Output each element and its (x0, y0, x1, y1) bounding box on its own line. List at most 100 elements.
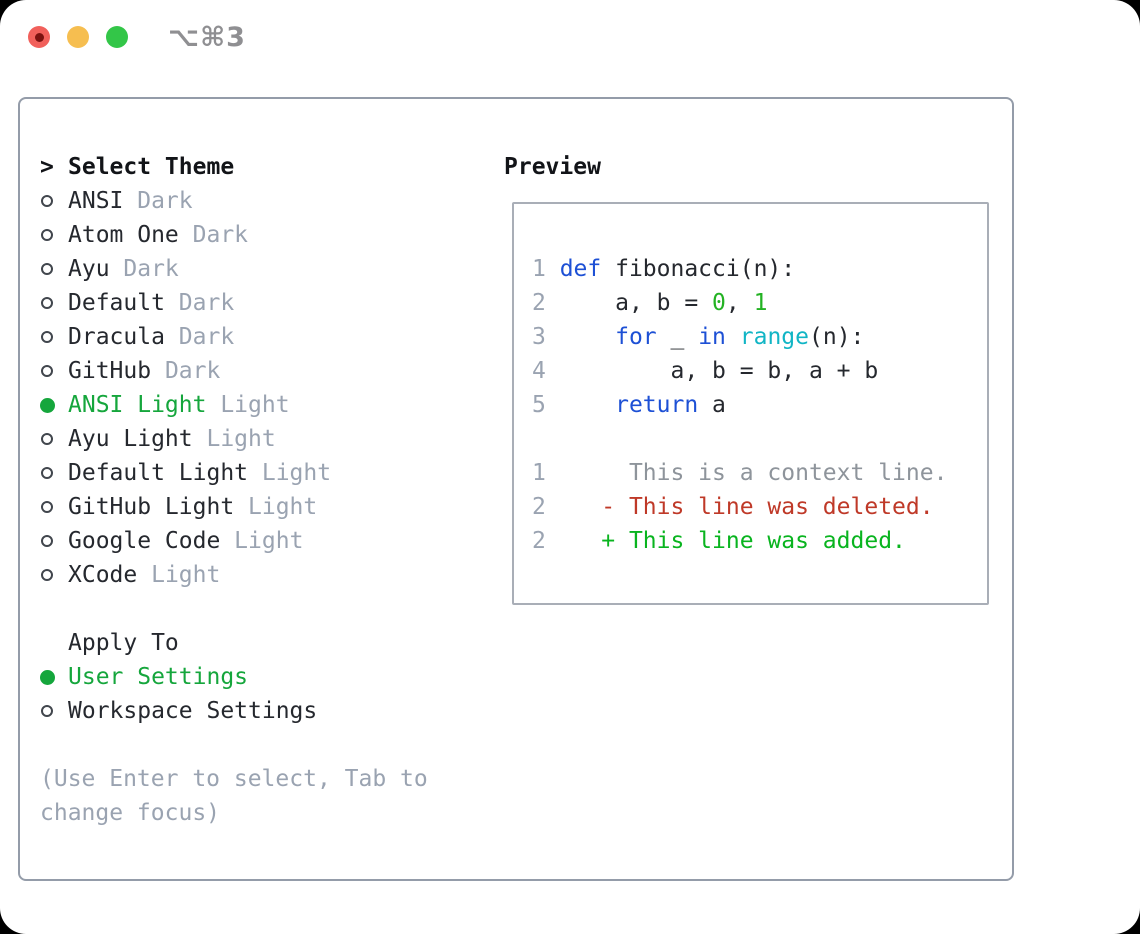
code-segment-fg (726, 324, 740, 350)
radio-selected-icon (40, 397, 55, 413)
code-segment-fg: fibonacci(n): (601, 256, 796, 282)
theme-item-variant: Light (192, 426, 276, 452)
radio-icon (41, 467, 53, 479)
radio-selected-icon (40, 669, 55, 685)
apply-to-title: Apply To (68, 630, 179, 656)
apply-to-header: Apply To (40, 626, 428, 660)
apply-option-user-settings[interactable]: User Settings (40, 660, 428, 694)
code-segment-ctx: This is a context line. (559, 460, 948, 486)
preview-line (532, 422, 987, 456)
theme-item-variant: Dark (178, 222, 249, 248)
preview-line: 2 + This line was added. (532, 524, 987, 558)
radio-icon (41, 297, 53, 309)
close-button[interactable] (28, 26, 50, 48)
theme-item-dracula[interactable]: Dracula Dark (40, 320, 428, 354)
titlebar: ⌥⌘3 (0, 0, 1140, 74)
preview-line: 1 This is a context line. (532, 456, 987, 490)
code-segment-fg: a, b = b, a + b (559, 358, 879, 384)
code-segment-fg (560, 324, 615, 350)
code-segment-lit: 0 (712, 290, 726, 316)
preview-line: 2 - This line was deleted. (532, 490, 987, 524)
theme-item-label: Ayu (68, 256, 110, 282)
apply-option-label: User Settings (68, 664, 249, 690)
theme-item-label: Ayu Light (68, 426, 193, 452)
theme-item-ayu-light[interactable]: Ayu Light Light (40, 422, 428, 456)
theme-item-label: GitHub Light (68, 494, 235, 520)
close-recording-dot-icon (34, 32, 44, 42)
theme-item-ansi-light[interactable]: ANSI Light Light (40, 388, 428, 422)
help-text: (Use Enter to select, Tab to change focus… (40, 762, 428, 830)
radio-icon (41, 433, 53, 445)
theme-item-variant: Light (206, 392, 290, 418)
radio-icon (41, 263, 53, 275)
code-segment-fn: range (739, 324, 809, 350)
theme-item-label: Default Light (68, 460, 249, 486)
code-segment-num: 4 (532, 358, 560, 384)
code-segment-num: 2 (532, 494, 560, 520)
theme-item-label: Google Code (68, 528, 221, 554)
theme-item-variant: Dark (109, 256, 179, 282)
theme-item-github[interactable]: GitHub Dark (40, 354, 428, 388)
radio-icon (41, 569, 53, 581)
theme-item-label: ANSI Light (68, 392, 207, 418)
window-title: ⌥⌘3 (168, 22, 246, 53)
code-segment-num: 3 (532, 324, 560, 350)
code-segment-lit: 1 (753, 290, 768, 316)
code-segment-kw: return (615, 392, 699, 418)
theme-item-xcode[interactable]: XCode Light (40, 558, 428, 592)
zoom-button[interactable] (106, 26, 128, 48)
theme-item-github-light[interactable]: GitHub Light Light (40, 490, 428, 524)
code-segment-kw: def (559, 256, 602, 282)
theme-item-variant: Light (220, 528, 304, 554)
theme-item-variant: Dark (164, 290, 235, 316)
code-segment-kw: for (615, 324, 657, 350)
code-segment-fg: _ (656, 324, 699, 350)
theme-item-variant: Dark (123, 188, 193, 214)
theme-item-default-light[interactable]: Default Light Light (40, 456, 428, 490)
help-line: (Use Enter to select, Tab to (40, 766, 428, 792)
radio-icon (41, 705, 53, 717)
theme-item-label: XCode (68, 562, 138, 588)
code-segment-fg: , (725, 290, 754, 316)
theme-item-variant: Light (137, 562, 221, 588)
theme-item-variant: Dark (151, 358, 221, 384)
code-segment-fg: a (698, 392, 726, 418)
minimize-button[interactable] (67, 26, 89, 48)
theme-item-label: GitHub (68, 358, 152, 384)
preview-line: 3 for _ in range(n): (532, 320, 987, 354)
theme-item-variant: Dark (164, 324, 235, 350)
theme-item-variant: Light (248, 460, 332, 486)
theme-item-ayu[interactable]: Ayu Dark (40, 252, 428, 286)
theme-item-google-code[interactable]: Google Code Light (40, 524, 428, 558)
radio-icon (41, 535, 53, 547)
theme-item-ansi[interactable]: ANSI Dark (40, 184, 428, 218)
code-segment-num: 2 (532, 528, 560, 554)
radio-icon (41, 195, 53, 207)
theme-item-variant: Light (234, 494, 318, 520)
code-segment-fg: a, b = (559, 290, 713, 316)
code-segment-add: + This line was added. (559, 528, 906, 554)
code-segment-kw: in (698, 324, 726, 350)
radio-icon (41, 229, 53, 241)
help-line: change focus) (40, 800, 221, 826)
theme-item-label: Dracula (68, 324, 165, 350)
preview-line: 4 a, b = b, a + b (532, 354, 987, 388)
theme-item-label: Default (68, 290, 165, 316)
preview-line: 5 return a (532, 388, 987, 422)
code-segment-fg: (n): (809, 324, 865, 350)
theme-item-label: ANSI (68, 188, 124, 214)
theme-item-default[interactable]: Default Dark (40, 286, 428, 320)
preview-line: 2 a, b = 0, 1 (532, 286, 987, 320)
preview-header: Preview (504, 150, 601, 184)
apply-option-workspace-settings[interactable]: Workspace Settings (40, 694, 428, 728)
apply-option-label: Workspace Settings (68, 698, 318, 724)
code-segment-num: 5 (532, 392, 560, 418)
preview-title: Preview (504, 154, 601, 180)
radio-icon (41, 331, 53, 343)
theme-item-atom-one[interactable]: Atom One Dark (40, 218, 428, 252)
